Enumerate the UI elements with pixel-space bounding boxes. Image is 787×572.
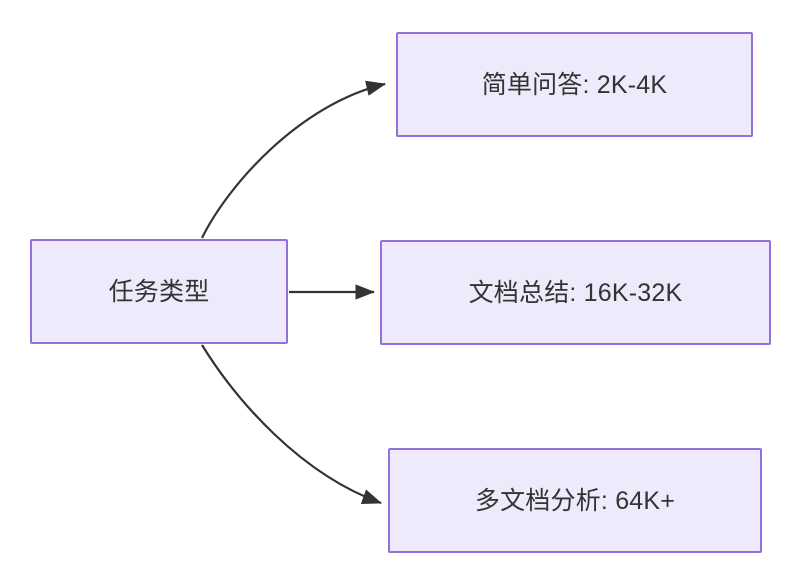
node-simple-qa-label: 简单问答: 2K-4K [481, 70, 668, 99]
node-task-type-label: 任务类型 [108, 277, 210, 306]
node-multi-doc-analysis[interactable]: 多文档分析: 64K+ [388, 448, 762, 553]
node-task-type[interactable]: 任务类型 [30, 239, 288, 344]
edge-to-multi-doc-analysis [201, 344, 383, 505]
node-doc-summary[interactable]: 文档总结: 16K-32K [380, 240, 771, 345]
node-multi-doc-analysis-label: 多文档分析: 64K+ [474, 486, 676, 515]
node-doc-summary-label: 文档总结: 16K-32K [468, 278, 683, 307]
edge-to-simple-qa [201, 80, 387, 239]
node-simple-qa[interactable]: 简单问答: 2K-4K [396, 32, 753, 137]
